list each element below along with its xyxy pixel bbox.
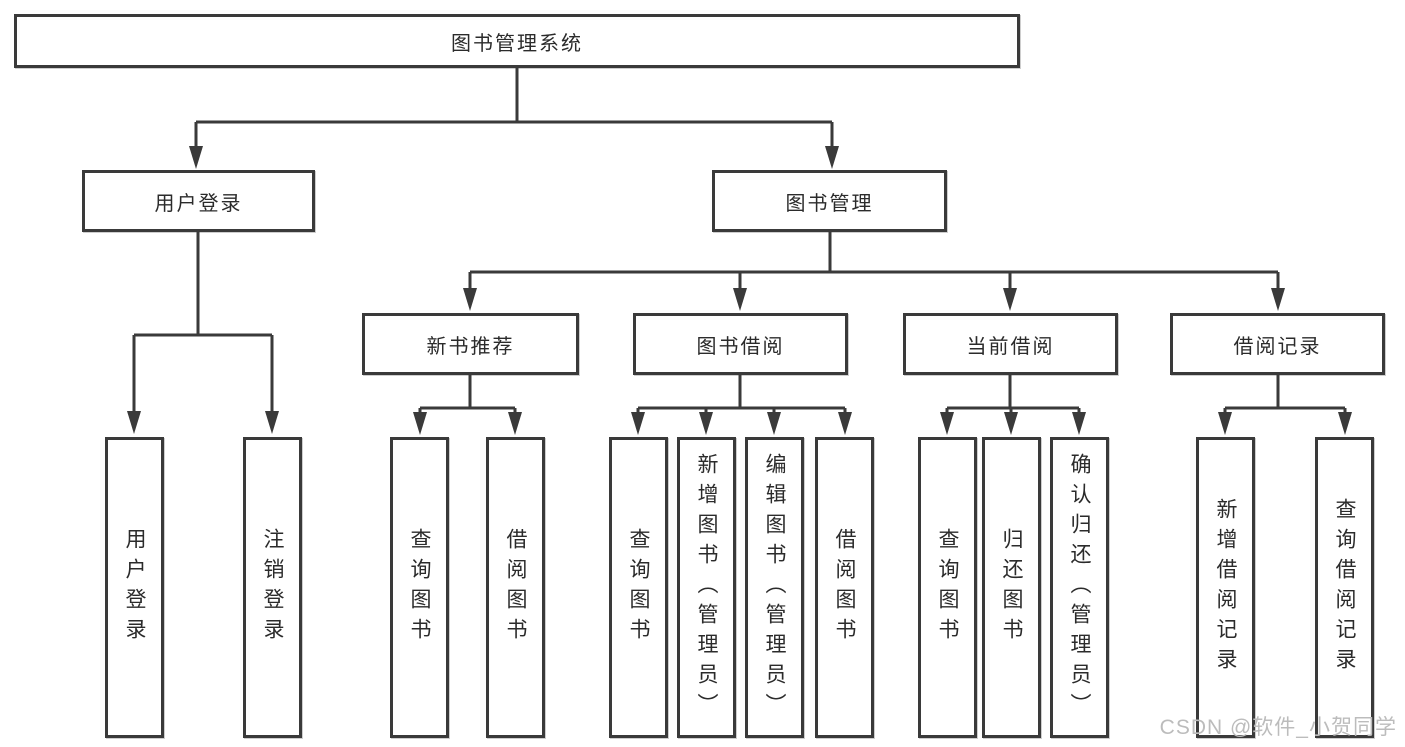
node-user-login: 用户登录 bbox=[82, 170, 315, 232]
node-library-management-system: 图书管理系统 bbox=[14, 14, 1020, 68]
leaf-query-books-borrow: 查询图书 bbox=[609, 437, 668, 738]
node-borrowing-records: 借阅记录 bbox=[1170, 313, 1385, 375]
node-label: 查询借阅记录 bbox=[1333, 497, 1356, 678]
leaf-return-books: 归还图书 bbox=[982, 437, 1041, 738]
node-book-borrowing: 图书借阅 bbox=[633, 313, 848, 375]
node-label: 新增借阅记录 bbox=[1214, 497, 1237, 678]
leaf-borrow-books: 借阅图书 bbox=[815, 437, 874, 738]
node-label: 编辑图书（管理员） bbox=[763, 452, 786, 723]
node-label: 确认归还（管理员） bbox=[1068, 452, 1091, 723]
node-book-management: 图书管理 bbox=[712, 170, 947, 232]
node-label: 图书管理系统 bbox=[451, 32, 583, 55]
node-label: 图书借阅 bbox=[696, 335, 785, 358]
node-label: 查询图书 bbox=[936, 527, 959, 648]
leaf-add-books-admin: 新增图书（管理员） bbox=[677, 437, 736, 738]
node-label: 查询图书 bbox=[627, 527, 650, 648]
node-label: 借阅图书 bbox=[833, 527, 856, 648]
leaf-query-books-recommend: 查询图书 bbox=[390, 437, 449, 738]
node-label: 注销登录 bbox=[261, 527, 284, 648]
node-label: 借阅图书 bbox=[504, 527, 527, 648]
node-label: 新增图书（管理员） bbox=[695, 452, 718, 723]
leaf-edit-books-admin: 编辑图书（管理员） bbox=[745, 437, 804, 738]
node-label: 图书管理 bbox=[785, 192, 874, 215]
node-label: 借阅记录 bbox=[1233, 335, 1322, 358]
node-label: 用户登录 bbox=[123, 527, 146, 648]
leaf-borrow-books-recommend: 借阅图书 bbox=[486, 437, 545, 738]
node-label: 用户登录 bbox=[154, 192, 243, 215]
node-label: 查询图书 bbox=[408, 527, 431, 648]
node-current-borrowing: 当前借阅 bbox=[903, 313, 1118, 375]
leaf-logout: 注销登录 bbox=[243, 437, 302, 738]
node-new-book-recommendation: 新书推荐 bbox=[362, 313, 579, 375]
node-label: 新书推荐 bbox=[426, 335, 515, 358]
node-label: 当前借阅 bbox=[966, 335, 1055, 358]
leaf-query-borrow-record: 查询借阅记录 bbox=[1315, 437, 1374, 738]
leaf-confirm-return-admin: 确认归还（管理员） bbox=[1050, 437, 1109, 738]
leaf-query-books-current: 查询图书 bbox=[918, 437, 977, 738]
leaf-user-login: 用户登录 bbox=[105, 437, 164, 738]
csdn-watermark: CSDN @软件_小贺同学 bbox=[1159, 716, 1397, 739]
leaf-add-borrow-record: 新增借阅记录 bbox=[1196, 437, 1255, 738]
node-label: 归还图书 bbox=[1000, 527, 1023, 648]
